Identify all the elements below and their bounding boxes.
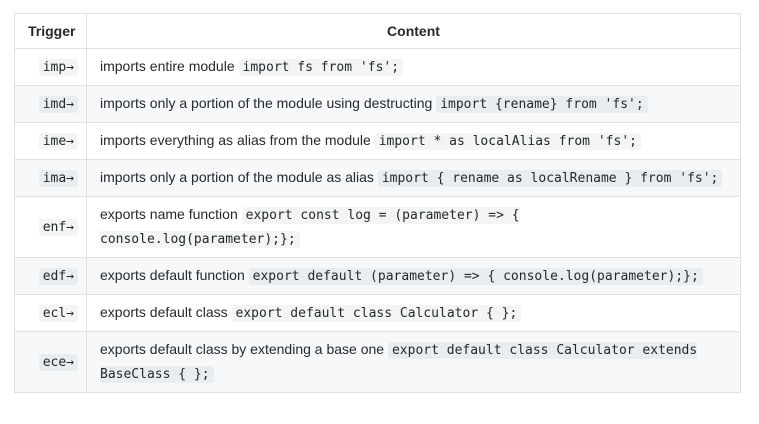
snippet-code: import { rename as localRename } from 'f… [377,170,723,187]
content-cell: imports only a portion of the module usi… [86,85,741,123]
snippet-description: exports default class by extending a bas… [100,341,385,357]
table-header: Trigger Content [14,13,741,49]
trigger-cell: ece→ [14,331,87,393]
snippet-description: imports only a portion of the module as … [100,169,374,185]
trigger-cell: ecl→ [14,294,87,332]
content-cell: imports only a portion of the module as … [86,159,741,197]
snippets-table: Trigger Content imp→ imports entire modu… [14,13,741,393]
snippet-description: imports only a portion of the module usi… [100,95,433,111]
snippet-code: import {rename} from 'fs'; [436,96,648,113]
trigger-cell: enf→ [14,196,87,258]
content-cell: exports name function export const log =… [86,196,741,258]
snippet-code: export default class Calculator { }; [231,305,522,322]
trigger-code: enf→ [38,219,78,236]
table-row: edf→ exports default function export def… [14,257,741,295]
trigger-cell: ima→ [14,159,87,197]
table-row: enf→ exports name function export const … [14,196,741,258]
column-header-trigger: Trigger [14,13,87,49]
trigger-code: edf→ [38,268,78,285]
trigger-cell: edf→ [14,257,87,295]
trigger-code: ece→ [38,354,78,371]
snippet-description: exports default function [100,267,245,283]
table-row: imd→ imports only a portion of the modul… [14,85,741,123]
table-row: ecl→ exports default class export defaul… [14,294,741,332]
snippet-description: exports name function [100,206,238,222]
table-row: ece→ exports default class by extending … [14,331,741,393]
header-row: Trigger Content [14,13,741,49]
table-row: ime→ imports everything as alias from th… [14,122,741,160]
table-row: imp→ imports entire module import fs fro… [14,48,741,86]
table-row: ima→ imports only a portion of the modul… [14,159,741,197]
snippet-code: export default (parameter) => { console.… [248,268,703,285]
snippet-code: import * as localAlias from 'fs'; [374,133,641,150]
trigger-cell: imp→ [14,48,87,86]
content-cell: exports default function export default … [86,257,741,295]
trigger-code: imd→ [38,96,78,113]
trigger-cell: ime→ [14,122,87,160]
snippet-description: exports default class [100,304,228,320]
content-cell: exports default class export default cla… [86,294,741,332]
trigger-code: ime→ [38,133,78,150]
snippet-description: imports entire module [100,58,235,74]
snippet-code: import fs from 'fs'; [238,59,404,76]
content-cell: imports everything as alias from the mod… [86,122,741,160]
trigger-code: ecl→ [38,305,78,322]
snippet-description: imports everything as alias from the mod… [100,132,371,148]
column-header-content: Content [86,13,741,49]
trigger-code: imp→ [38,59,78,76]
trigger-cell: imd→ [14,85,87,123]
table-body: imp→ imports entire module import fs fro… [14,48,741,393]
content-cell: exports default class by extending a bas… [86,331,741,393]
trigger-code: ima→ [38,170,78,187]
content-cell: imports entire module import fs from 'fs… [86,48,741,86]
